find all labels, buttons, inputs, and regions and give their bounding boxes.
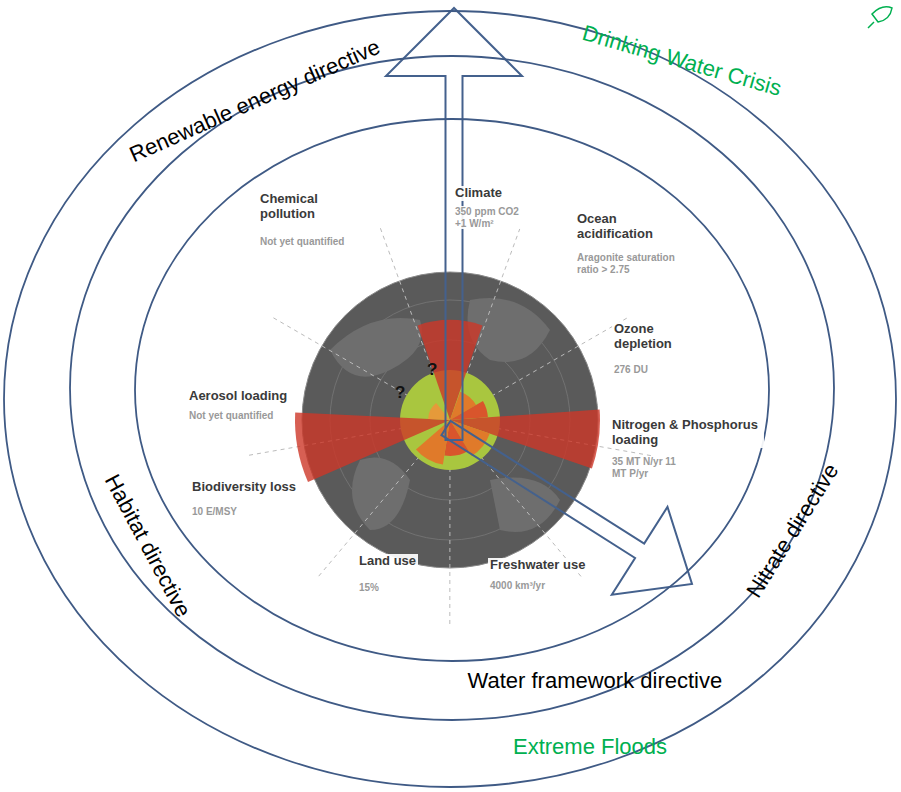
boundary-heading: Aerosol loading <box>187 389 289 404</box>
boundary-value: 350 ppm CO2 +1 W/m² <box>453 206 529 229</box>
boundary-value: Aragonite saturation ratio > 2.75 <box>575 252 697 275</box>
boundary-heading: Biodiversity loss <box>190 480 298 495</box>
crisis-label: Extreme Floods <box>513 734 667 759</box>
boundary-value: 15% <box>357 582 381 594</box>
ring-outline <box>69 55 835 721</box>
ring-ellipse <box>4 11 896 787</box>
crisis-label: Drinking Water Crisis <box>579 20 784 101</box>
directive-label: Habitat directive <box>100 470 196 621</box>
boundary-heading: Ozone depletion <box>612 322 696 352</box>
boundary-wedge <box>295 413 450 483</box>
directive-label: Water framework directive <box>468 668 723 693</box>
ring-ellipse <box>70 56 834 720</box>
continent <box>352 458 410 531</box>
globe <box>248 227 652 625</box>
boundary-value: 10 E/MSY <box>190 506 239 518</box>
leaf-logo <box>868 7 892 28</box>
boundary-wedge <box>428 403 450 420</box>
boundary-value: Not yet quantified <box>258 236 346 248</box>
boundary-wedge <box>418 320 483 420</box>
continent <box>330 318 422 377</box>
boundary-value: 276 DU <box>612 364 650 376</box>
directive-label: Renewable energy directive <box>126 33 384 167</box>
boundary-heading: Ocean acidification <box>575 212 671 242</box>
boundary-wedge <box>450 401 488 420</box>
boundary-heading: Land use <box>357 554 418 569</box>
boundary-value: 35 MT N/yr 11 MT P/yr <box>610 456 678 479</box>
directive-label: Nitrate directive <box>741 459 843 602</box>
boundary-value: Not yet quantified <box>187 410 275 422</box>
ring-outline <box>3 10 897 788</box>
outer-ring: Drinking Water CrisisExtreme Floods Renew… <box>3 10 897 788</box>
ring-ellipse <box>135 119 769 661</box>
directive-ring: Renewable energy directiveHabitat direct… <box>69 55 835 721</box>
boundary-heading: Nitrogen & Phosphorus loading <box>610 418 764 448</box>
boundary-heading: Climate <box>453 186 504 201</box>
boundary-heading: Chemical pollution <box>258 192 342 222</box>
boundary-ring: Climate 350 ppm CO2 +1 W/m² Ocean acidific… <box>134 118 770 662</box>
unknown-mark: ? <box>427 360 437 380</box>
unknown-mark: ? <box>395 383 405 403</box>
boundary-value: 4000 km³/yr <box>488 580 547 592</box>
boundary-heading: Freshwater use <box>488 558 587 573</box>
